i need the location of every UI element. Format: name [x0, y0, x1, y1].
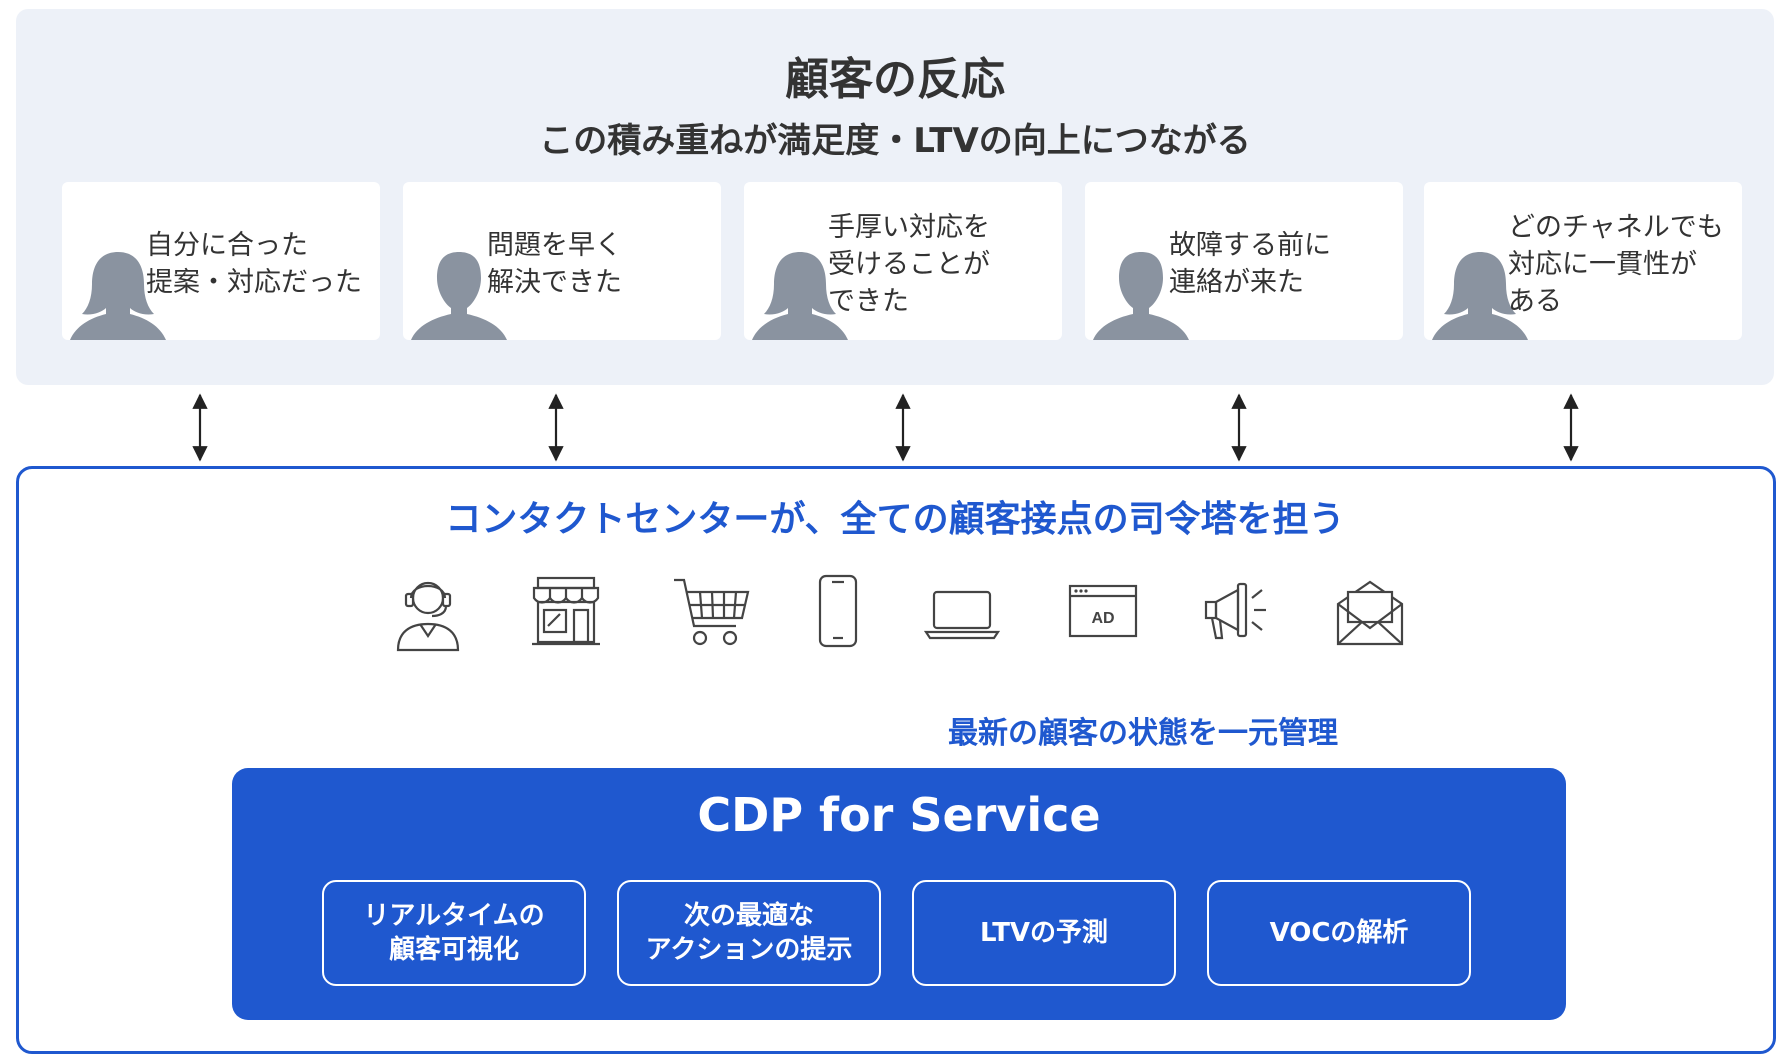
- reaction-text: 問題を早く 解決できた: [487, 230, 622, 298]
- reaction-subtitle: この積み重ねが満足度・LTVの向上につながる: [539, 121, 1251, 161]
- reaction-text: 故障する前に 連絡が来た: [1169, 230, 1331, 298]
- woman-icon: [70, 252, 166, 340]
- email-envelope-icon: [1336, 580, 1404, 646]
- storefront-icon: [532, 576, 600, 646]
- operator-headset-icon: [396, 581, 460, 652]
- reaction-card: 自分に合った 提案・対応だった: [62, 182, 380, 340]
- reaction-text: 自分に合った 提案・対応だった: [146, 230, 362, 298]
- unified-management-label: 最新の顧客の状態を一元管理: [948, 716, 1338, 751]
- cdp-feature-realtime: リアルタイムの 顧客可視化: [322, 880, 586, 986]
- woman-icon: [1432, 252, 1528, 340]
- cdp-feature-next-action: 次の最適な アクションの提示: [617, 880, 881, 986]
- woman-icon: [752, 252, 848, 340]
- cdp-feature-ltv-prediction: LTVの予測: [912, 880, 1176, 986]
- cdp-title: CDP for Service: [697, 788, 1101, 842]
- megaphone-icon: [1204, 582, 1266, 640]
- shopping-cart-icon: [674, 578, 750, 646]
- smartphone-icon: [818, 574, 858, 648]
- web-ad-icon: AD: [1068, 584, 1138, 638]
- man-icon: [411, 252, 507, 340]
- laptop-icon: [924, 590, 1000, 640]
- reaction-text: 手厚い対応を 受けることが できた: [828, 211, 990, 317]
- cdp-feature-voc-analysis: VOCの解析: [1207, 880, 1471, 986]
- reaction-card: 手厚い対応を 受けることが できた: [744, 182, 1062, 340]
- reaction-card: 故障する前に 連絡が来た: [1085, 182, 1403, 340]
- man-icon: [1093, 252, 1189, 340]
- reaction-title: 顧客の反応: [785, 54, 1005, 105]
- reaction-card: どのチャネルでも 対応に一貫性が ある: [1424, 182, 1742, 340]
- reaction-text: どのチャネルでも 対応に一貫性が ある: [1508, 211, 1724, 317]
- contact-center-heading: コンタクトセンターが、全ての顧客接点の司令塔を担う: [445, 499, 1345, 540]
- cdp-box: CDP for Service リアルタイムの 顧客可視化 次の最適な アクショ…: [232, 768, 1566, 1020]
- reaction-card: 問題を早く 解決できた: [403, 182, 721, 340]
- ad-label: AD: [1091, 610, 1114, 627]
